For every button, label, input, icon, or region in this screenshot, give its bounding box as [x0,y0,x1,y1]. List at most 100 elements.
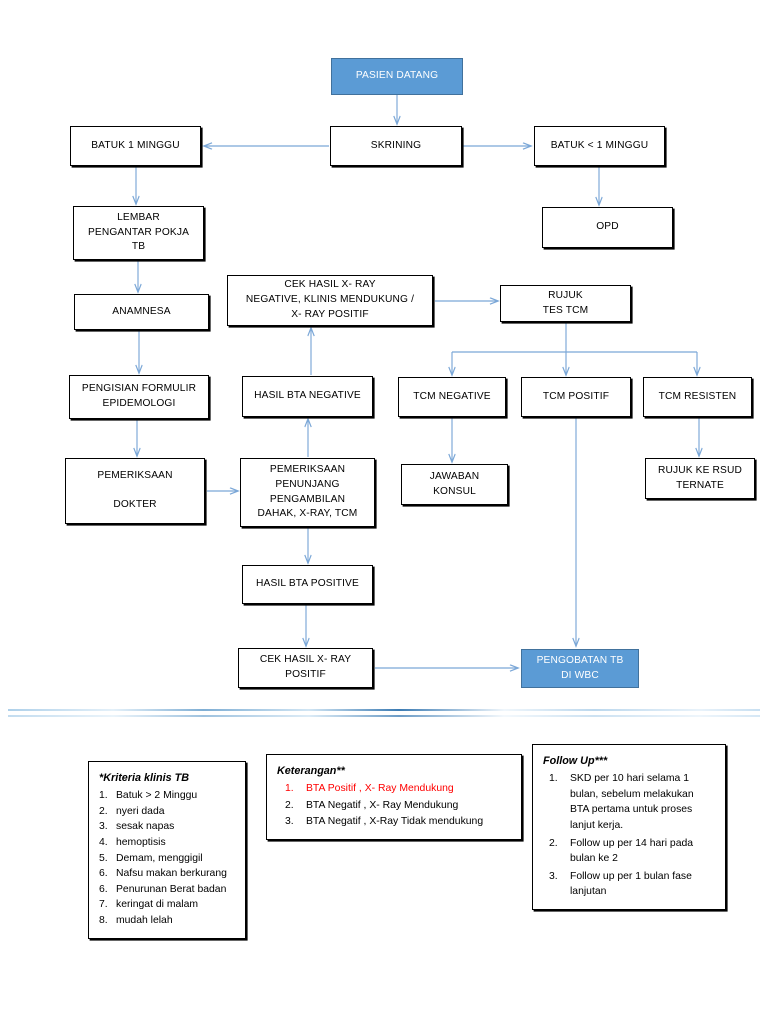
node-label: OPD [596,221,619,233]
node-label: TCM POSITIF [542,390,610,402]
legend-keterangan: Keterangan** 1. BTA Positif , X- Ray Mend… [266,754,522,841]
divider-rule-top [8,709,760,711]
divider-rule-bottom [8,715,760,717]
legend-item-text: Nafsu makan berkurang [116,868,227,880]
legend-item-number: 3. [285,816,294,828]
legend-item: 3. sesak napas [99,819,235,835]
legend-item-number: 1. [99,790,108,802]
section-divider [8,706,760,720]
node-label: HASIL BTA NEGATIVE [254,390,361,402]
legend-item-text: nyeri dada [116,805,165,817]
legend-item-number: 2. [285,799,294,811]
legend-item-number: 8. [99,915,108,927]
legend-item-text: keringat di malam [116,899,199,911]
legend-item-text: Follow up per 1 bulan fase lanjutan [570,870,692,898]
node-opd: OPD [542,207,673,248]
node-label: SKRINING [370,139,422,151]
legend-item-text: BTA Positif , X- Ray Mendukung [306,783,454,795]
legend-item: 2. nyeri dada [99,804,235,820]
legend-item-text: Demam, menggigil [116,852,203,864]
node-label: TCM RESISTEN [658,390,737,402]
node-tcm-positif: TCM POSITIF [521,377,631,417]
legend-item: 7. keringat di malam [99,897,235,913]
legend-item: 1. SKD per 10 hari selama 1 bulan, sebelu… [543,771,715,833]
node-anamnesa: ANAMNESA [74,294,209,330]
legend-keterangan-list: 1. BTA Positif , X- Ray Mendukung 2. BTA Ne… [277,781,511,830]
legend-item: 1. BTA Positif , X- Ray Mendukung [277,781,511,797]
legend-item-number: 6. [99,868,108,880]
legend-item-number: 3. [549,870,558,882]
node-hasil-bta-neg: HASIL BTA NEGATIVE [242,376,373,417]
node-label: BATUK 1 MINGGU [91,139,180,151]
legend-item: 2. Follow up per 14 hari pada bulan ke 2 [543,836,715,867]
legend-item-text: hemoptisis [116,837,166,849]
node-batuk-1-minggu: BATUK 1 MINGGU [70,126,201,166]
node-label: TCM NEGATIVE [413,390,491,402]
node-tcm-negative: TCM NEGATIVE [398,377,506,417]
legend-item-text: Penurunan Berat badan [116,883,227,895]
legend-kriteria-list: 1. Batuk > 2 Minggu 2. nyeri dada 3. sesak na… [99,788,235,928]
node-label: HASIL BTA POSITIVE [256,578,359,590]
node-batuk-kurang-1: BATUK < 1 MINGGU [534,126,665,166]
legend-item-number: 2. [99,805,108,817]
legend-item-number: 2. [549,837,558,849]
legend-item-text: Batuk > 2 Minggu [116,790,198,802]
node-pasien-datang: PASIEN DATANG [331,58,463,95]
legend-item: 4. hemoptisis [99,835,235,851]
legend-item-number: 1. [549,773,558,785]
legend-item: 1. Batuk > 2 Minggu [99,788,235,804]
legend-item-number: 5. [99,852,108,864]
node-hasil-bta-pos: HASIL BTA POSITIVE [242,565,373,604]
legend-item-text: mudah lelah [116,915,173,927]
connector-layer [0,95,768,715]
legend-item: 2. BTA Negatif , X- Ray Mendukung [277,798,511,814]
legend-item: 3. BTA Negatif , X-Ray Tidak mendukung [277,814,511,830]
legend-item-text: sesak napas [116,821,175,833]
legend-item-number: 7. [99,899,108,911]
node-tcm-resisten: TCM RESISTEN [643,377,752,417]
node-label: BATUK < 1 MINGGU [550,139,649,151]
legend-item: 8. mudah lelah [99,913,235,929]
legend-item-number: 3. [99,821,108,833]
legend-item: 6. Penurunan Berat badan [99,882,235,898]
legend-follow-up: Follow Up*** 1. SKD per 10 hari selama 1 … [532,744,726,911]
legend-kriteria-klinis: *Kriteria klinis TB 1. Batuk > 2 Minggu 2.… [88,761,246,939]
legend-item-number: 4. [99,837,108,849]
legend-kriteria-title: *Kriteria klinis TB [99,772,190,784]
legend-followup-title: Follow Up*** [543,755,608,767]
legend-item-text: BTA Negatif , X- Ray Mendukung [306,799,459,811]
legend-keterangan-title: Keterangan** [277,765,345,777]
legend-item-text: BTA Negatif , X-Ray Tidak mendukung [306,816,484,828]
legend-item-text: Follow up per 14 hari pada bulan ke 2 [570,837,694,865]
legend-followup-list: 1. SKD per 10 hari selama 1 bulan, sebelu… [543,771,715,900]
node-label: ANAMNESA [112,305,171,317]
legend-item: 6. Nafsu makan berkurang [99,866,235,882]
node-label: PASIEN DATANG [355,70,439,82]
legend-item-text: SKD per 10 hari selama 1 bulan, sebelum … [570,773,694,832]
legend-item: 3. Follow up per 1 bulan fase lanjutan [543,869,715,900]
legend-item-number: 6. [99,883,108,895]
node-skrining: SKRINING [330,126,462,166]
legend-item: 5. Demam, menggigil [99,851,235,867]
legend-item-number: 1. [285,783,294,795]
flowchart-canvas: PASIEN DATANG SKRINING BATUK 1 MINGGU BATUK… [0,58,768,715]
